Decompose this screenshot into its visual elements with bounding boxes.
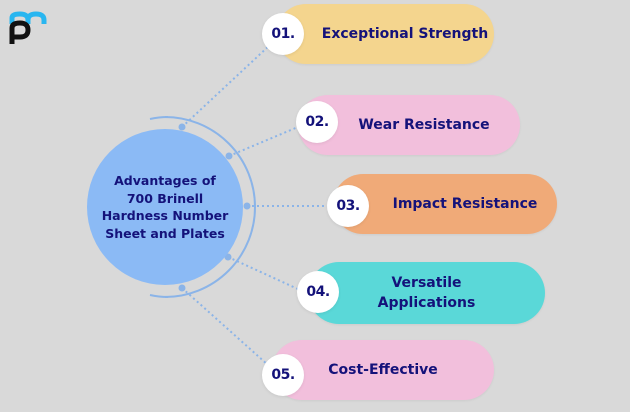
advantage-label: Exceptional Strength <box>321 26 489 42</box>
advantage-item-5: Cost-Effective <box>272 340 494 400</box>
number-badge: 01. <box>262 13 304 55</box>
number-label: 02. <box>305 114 329 130</box>
central-topic-title: Advantages of 700 Brinell Hardness Numbe… <box>101 173 229 241</box>
number-badge: 04. <box>297 271 339 313</box>
number-badge: 02. <box>296 101 338 143</box>
number-label: 03. <box>336 198 360 214</box>
advantage-label: Impact Resistance <box>392 196 538 212</box>
advantage-item-4: Versatile Applications <box>308 262 545 324</box>
number-label: 01. <box>271 26 295 42</box>
advantage-label: Cost-Effective <box>328 362 438 378</box>
number-badge: 05. <box>262 354 304 396</box>
brand-logo-icon <box>9 11 47 44</box>
number-label: 04. <box>306 284 330 300</box>
advantage-item-3: Impact Resistance <box>333 174 557 234</box>
advantage-label: Versatile Applications <box>377 275 476 311</box>
advantage-label: Wear Resistance <box>358 117 490 133</box>
central-topic-circle: Advantages of 700 Brinell Hardness Numbe… <box>87 129 243 285</box>
advantage-item-1: Exceptional Strength <box>276 4 494 64</box>
number-label: 05. <box>271 367 295 383</box>
number-badge: 03. <box>327 185 369 227</box>
